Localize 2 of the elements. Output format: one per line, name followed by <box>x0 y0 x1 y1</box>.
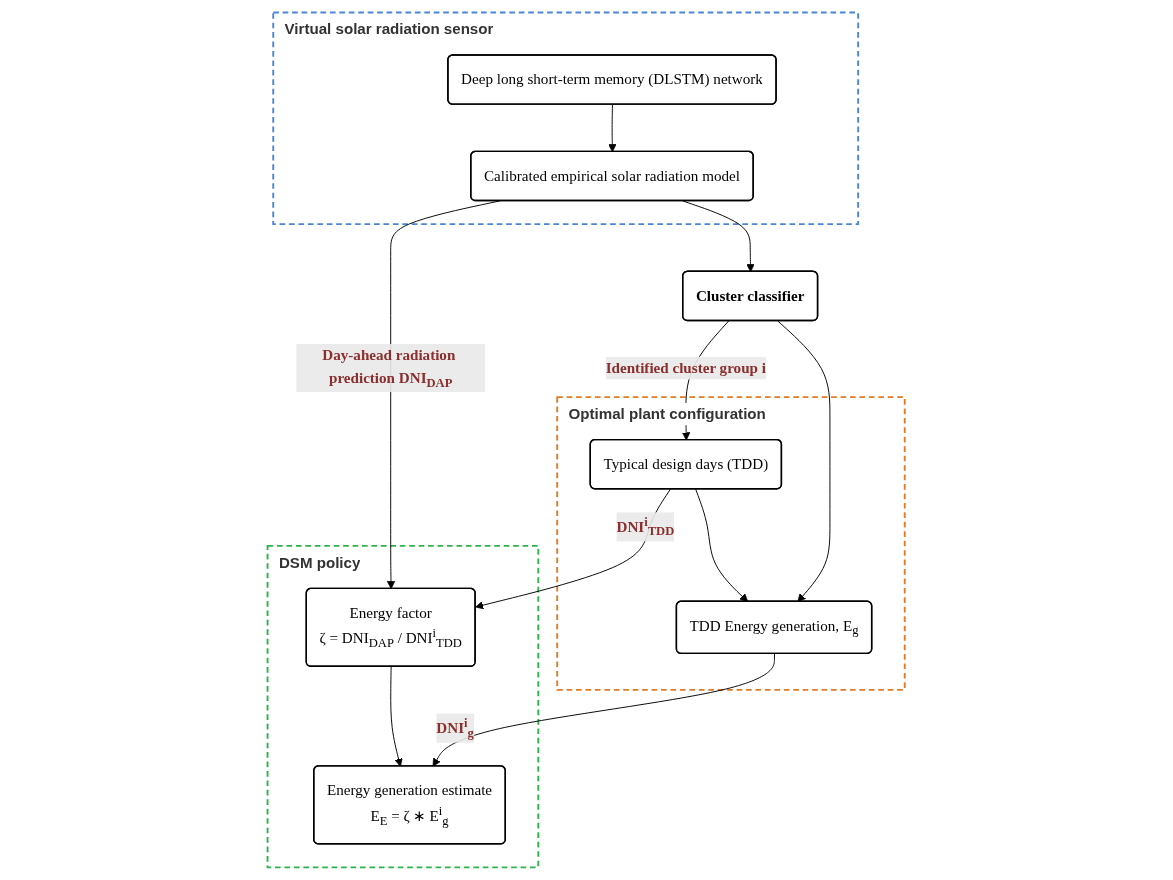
edge-label: Day-ahead radiation prediction DNI$_{DAP}$ <box>322 346 456 390</box>
edge-label: Identified cluster group i <box>606 359 767 376</box>
